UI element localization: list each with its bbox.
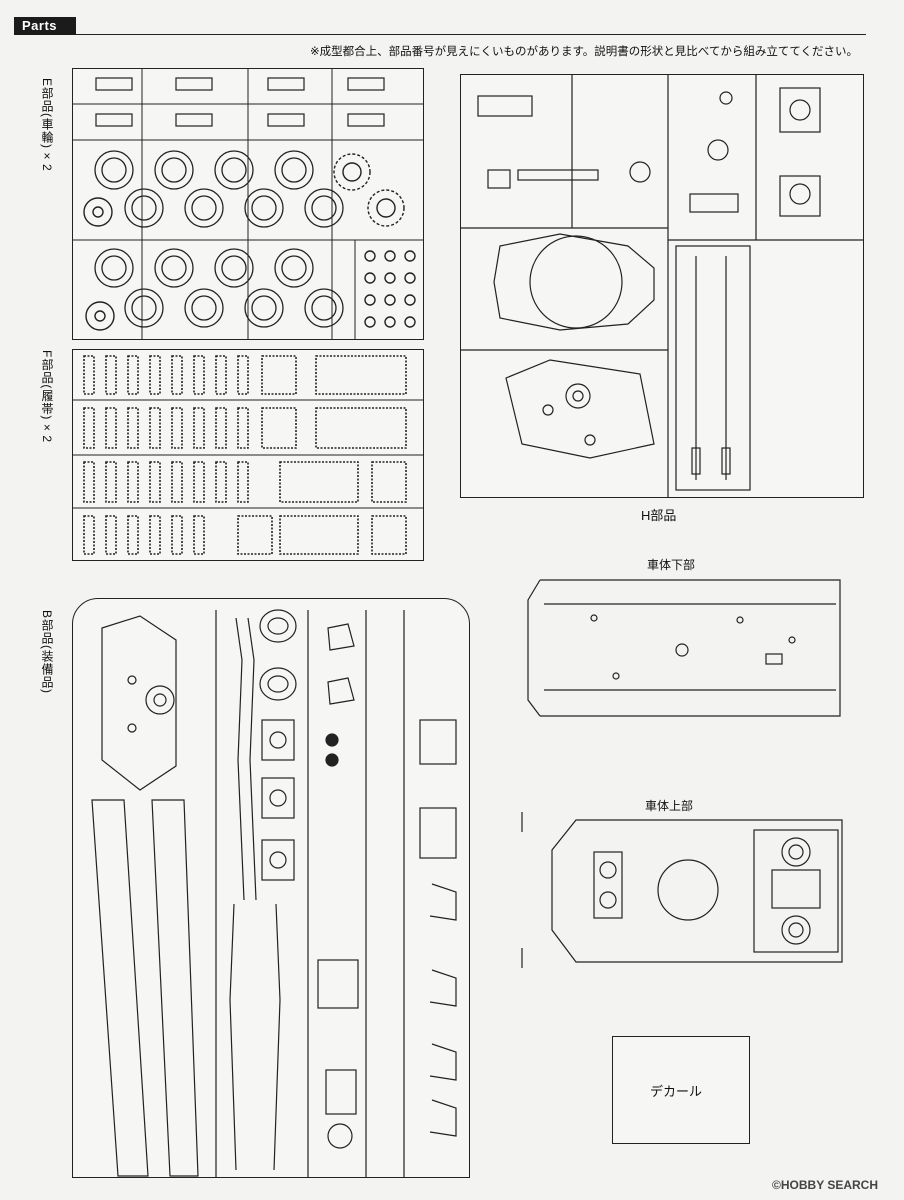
lower-hull-label: 車体下部 [647, 558, 696, 572]
sprue-h-label: H部品 [641, 508, 677, 523]
decal-sheet [612, 1036, 750, 1144]
header-rule [76, 34, 866, 35]
sprue-e-label: E部品(車輪)×2 [40, 78, 54, 172]
sprue-f-label: F部品(履帯)×2 [40, 350, 54, 443]
sprue-b-label: B部品(装備品) [40, 610, 54, 694]
section-tag: Parts [14, 17, 76, 35]
sprue-e-runners [72, 68, 424, 340]
sprue-e-road-wheels [94, 150, 344, 328]
sprue-h-frame [460, 74, 864, 498]
sprue-h-parts [460, 74, 864, 498]
sprue-e-small-parts [95, 77, 385, 127]
assembly-note: ※成型都合上、部品番号が見えにくいものがあります。説明書の形状と見比べてから組み… [310, 46, 858, 58]
decal-label: デカール [650, 1084, 703, 1099]
upper-hull-drawing [521, 812, 843, 968]
upper-hull-label: 車体上部 [645, 799, 694, 813]
sprue-e-sprockets [83, 153, 416, 331]
sprue-f-runners [72, 399, 424, 509]
watermark: ©HOBBY SEARCH [772, 1178, 878, 1192]
sprue-f-track-links [83, 355, 407, 555]
sprue-b-parts [91, 609, 457, 1178]
lower-hull-drawing [527, 579, 841, 717]
